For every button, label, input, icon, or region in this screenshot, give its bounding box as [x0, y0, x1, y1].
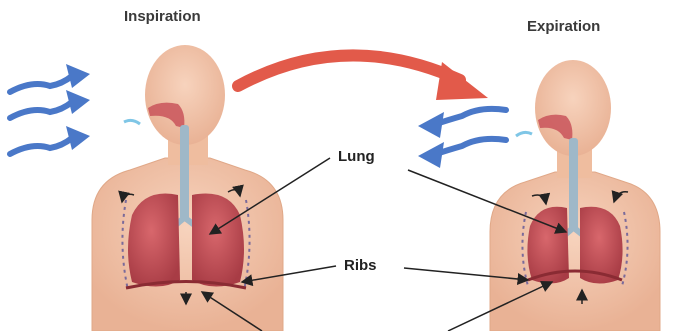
label-ribs: Ribs	[342, 257, 379, 274]
nose-airflow-right	[516, 132, 532, 136]
transition-arrow	[238, 55, 460, 86]
expiration-figure	[490, 60, 660, 331]
inspiration-figure	[92, 45, 283, 331]
inhale-air-arrows	[10, 76, 72, 154]
label-lung: Lung	[336, 148, 377, 165]
trachea-right	[569, 138, 578, 230]
nose-airflow-left	[124, 120, 140, 124]
transition-arrow-head	[436, 62, 488, 100]
exhale-arrowheads	[418, 112, 444, 168]
exhale-air-arrows	[436, 109, 506, 154]
trachea-left	[180, 125, 189, 220]
